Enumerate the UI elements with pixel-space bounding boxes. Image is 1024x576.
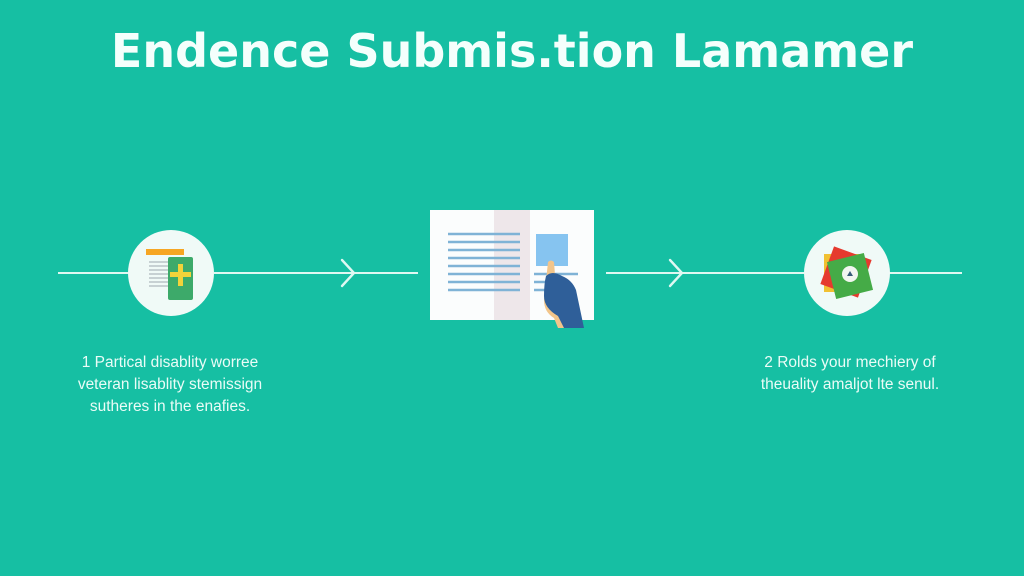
step-3-icon-circle xyxy=(804,230,890,316)
document-review-hand-icon xyxy=(448,210,584,328)
step-1-icon-circle xyxy=(128,230,214,316)
connector-line xyxy=(214,272,418,274)
page-title: Endence Submis.tion Lamamer xyxy=(110,24,914,78)
caption-line: 1 Partical disablity worree xyxy=(81,354,259,371)
stamped-certificate-icon xyxy=(820,246,874,300)
connector-line xyxy=(606,272,804,274)
step-2-caption: 2 Rolds your mechiery of theuality amalj… xyxy=(730,352,970,396)
connector-line xyxy=(888,272,962,274)
step-1-caption: 1 Partical disablity worree veteran lisa… xyxy=(30,352,310,418)
document-add-icon xyxy=(146,249,193,300)
caption-line: theuality amaljot lte senul. xyxy=(760,376,940,393)
caption-line: 2 Rolds your mechiery of xyxy=(764,354,936,371)
chevron-right-icon xyxy=(668,258,684,288)
chevron-right-icon xyxy=(340,258,356,288)
connector-line xyxy=(58,272,130,274)
caption-line: sutheres in the enafies. xyxy=(89,398,251,415)
document-review-illustration xyxy=(430,210,594,328)
caption-line: veteran lisablity stemissign xyxy=(77,376,263,393)
